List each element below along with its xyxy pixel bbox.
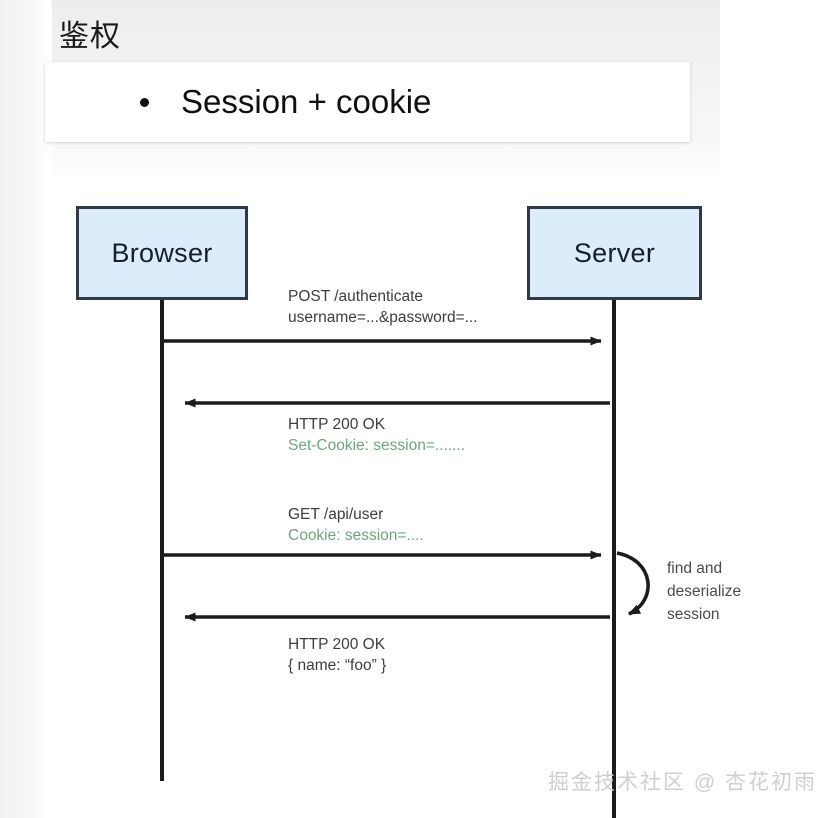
bullet-card: Session + cookie — [45, 62, 690, 142]
bullet-list-item: Session + cookie — [140, 82, 431, 122]
message-label-4-line-2: { name: “foo” } — [288, 657, 387, 674]
message-label-1-line-1: POST /authenticate — [288, 288, 423, 305]
message-label-1: POST /authenticate username=...&password… — [288, 286, 478, 328]
message-label-1-line-2: username=...&password=... — [288, 309, 478, 326]
page-title: 鉴权 — [59, 20, 121, 53]
message-label-3-line-1: GET /api/user — [288, 506, 384, 523]
message-label-2-line-2-set-cookie: Set-Cookie: session=....... — [288, 437, 466, 454]
background-wash-left — [0, 0, 52, 818]
self-loop-label-line-1: find and — [667, 560, 723, 577]
watermark: 掘金技术社区 @ 杏花初雨 — [548, 771, 817, 794]
message-label-2-line-1: HTTP 200 OK — [288, 416, 386, 433]
message-label-3-line-2-cookie: Cookie: session=.... — [288, 527, 424, 544]
participant-server-label: Server — [573, 237, 656, 268]
participant-browser-label: Browser — [111, 237, 213, 268]
participant-server-box: Server — [527, 206, 702, 300]
message-label-4-line-1: HTTP 200 OK — [288, 636, 386, 653]
message-label-3: GET /api/user Cookie: session=.... — [288, 504, 424, 546]
self-loop-label: find and deserialize session — [667, 557, 741, 626]
bullet-item-label: Session + cookie — [181, 83, 432, 120]
self-loop-arrow — [616, 551, 650, 616]
server-lifeline — [612, 300, 616, 818]
message-label-2: HTTP 200 OK Set-Cookie: session=....... — [288, 414, 465, 456]
participant-browser-box: Browser — [76, 206, 248, 300]
self-loop-label-line-2: deserialize — [667, 583, 742, 600]
self-loop-label-line-3: session — [667, 606, 720, 623]
browser-lifeline — [160, 300, 164, 781]
bullet-point-icon — [140, 97, 149, 107]
message-label-4: HTTP 200 OK { name: “foo” } — [288, 634, 386, 676]
